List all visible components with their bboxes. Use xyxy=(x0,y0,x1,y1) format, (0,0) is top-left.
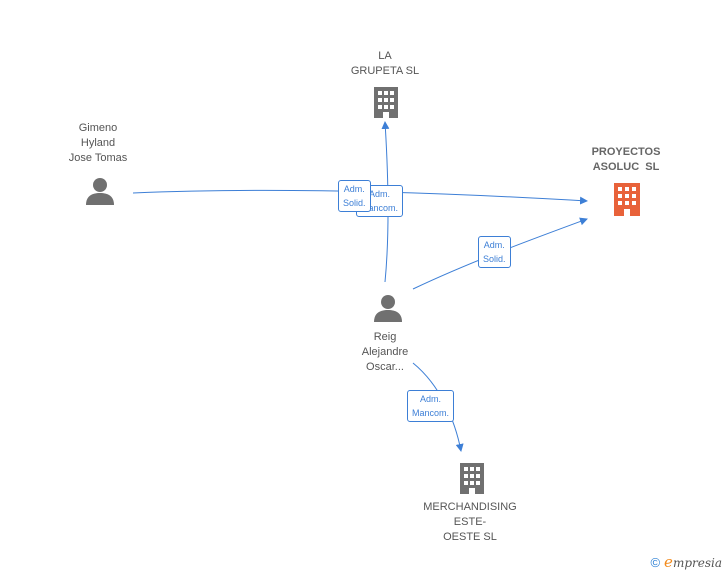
person-icon[interactable] xyxy=(372,293,404,323)
building-icon[interactable] xyxy=(457,461,487,495)
building-icon[interactable] xyxy=(371,85,401,119)
copyright-symbol: © xyxy=(650,554,661,570)
node-label-proyectos-asoluc[interactable]: PROYECTOS ASOLUC SL xyxy=(591,146,661,173)
node-label-gimeno[interactable]: Gimeno Hyland Jose Tomas xyxy=(68,122,128,164)
footer-brand: © empresia xyxy=(650,553,722,571)
brand-logo: empresia xyxy=(664,553,722,571)
person-icon[interactable] xyxy=(84,176,116,206)
building-icon-focus[interactable] xyxy=(610,181,644,217)
edge-label-gimeno-proyectos[interactable]: Adm. Solid. xyxy=(338,180,371,212)
edge-label-reig-proyectos[interactable]: Adm. Solid. xyxy=(478,236,511,268)
edge-gimeno-proyectos xyxy=(132,189,588,205)
edge-label-reig-merchandising[interactable]: Adm. Mancom. xyxy=(407,390,455,422)
node-label-la-grupeta[interactable]: LA GRUPETA SL xyxy=(350,50,420,77)
node-label-merchandising[interactable]: MERCHANDISING ESTE- OESTE SL xyxy=(423,501,517,543)
node-label-reig[interactable]: Reig Alejandre Oscar... xyxy=(361,331,409,373)
